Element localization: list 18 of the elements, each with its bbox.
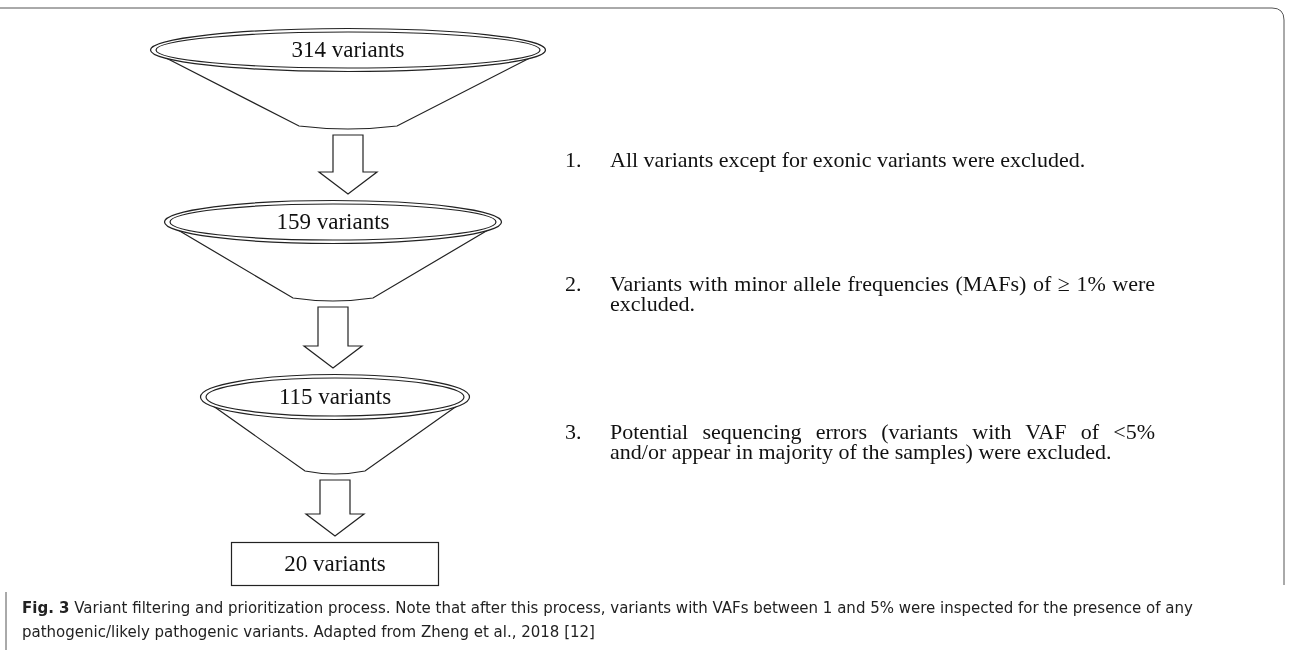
funnel-shape: [164, 200, 502, 303]
process-box: [231, 542, 439, 586]
block-arrow: [304, 479, 366, 537]
step-description: Variants with minor allele frequencies (MAFs) of ≥ 1% were excluded.: [610, 274, 1155, 314]
node-label: 314 variants: [291, 37, 405, 63]
funnel-shape: [200, 374, 470, 476]
node-label: 115 variants: [278, 384, 392, 410]
funnel-shape: [150, 28, 546, 131]
step-number: 2.: [565, 274, 582, 294]
step-number: 3.: [565, 422, 582, 442]
block-arrow: [302, 306, 364, 369]
step-description: All variants except for exonic variants were excluded.: [610, 150, 1087, 170]
node-label: 159 variants: [276, 209, 390, 235]
node-label: 20 variants: [284, 551, 386, 577]
block-arrow: [317, 134, 379, 195]
step-number: 1.: [565, 150, 582, 170]
figure-caption: Fig. 3 Variant filtering and prioritization process. Note that after this process, variants with VAFs between 1 and 5% were inspected for the presence of any pathogenic/likely pathogenic variants. Adapted from Zheng et al., 2018 [12]: [22, 598, 1194, 643]
step-description: Potential sequencing errors (variants with VAF of <5% and/or appear in majority of the samples) were excluded.: [610, 422, 1155, 462]
